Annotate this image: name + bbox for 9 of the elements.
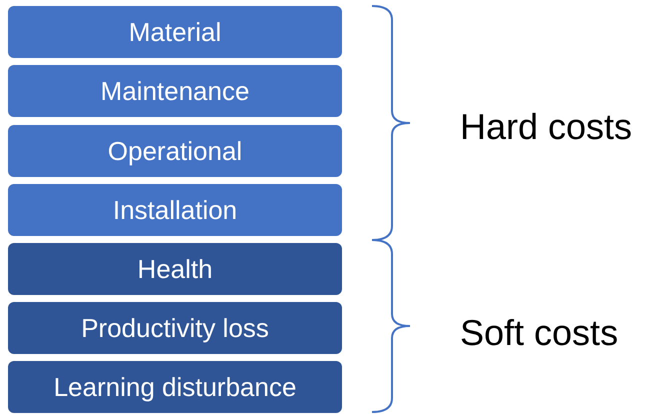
cost-box: Installation [8, 184, 342, 236]
cost-box: Productivity loss [8, 302, 342, 354]
group-label: Soft costs [460, 311, 618, 355]
group-label: Hard costs [460, 105, 632, 149]
cost-box: Material [8, 6, 342, 58]
cost-box: Health [8, 243, 342, 295]
cost-box: Operational [8, 125, 342, 177]
cost-box: Maintenance [8, 65, 342, 117]
cost-box: Learning disturbance [8, 361, 342, 413]
